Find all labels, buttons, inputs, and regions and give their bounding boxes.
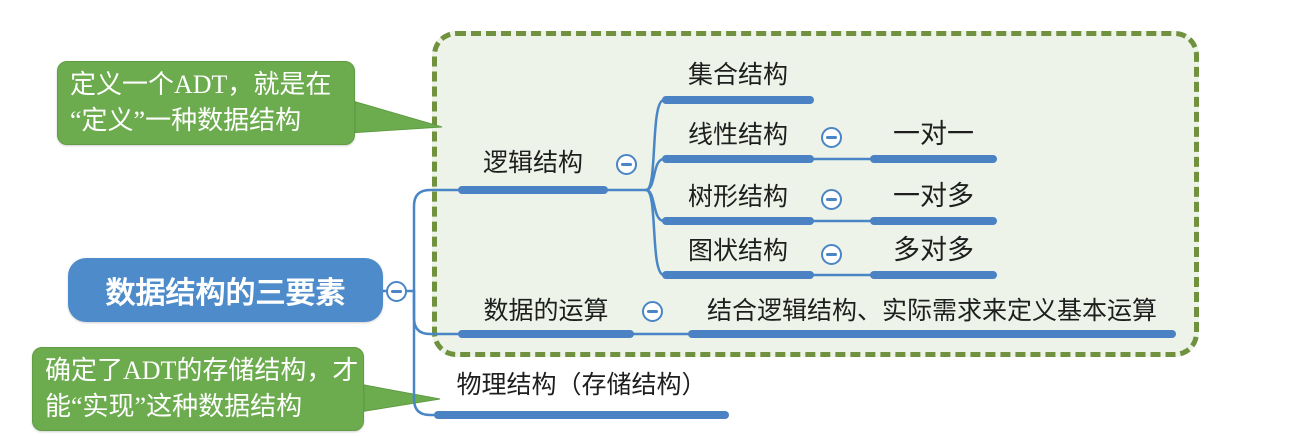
collapse-icon[interactable]	[386, 281, 407, 302]
callout-adt-definition[interactable]: 定义一个ADT，就是在 “定义”一种数据结构	[57, 61, 355, 145]
callout-text-line: 确定了ADT的存储结构，才	[45, 356, 359, 385]
edge-root-physical	[412, 289, 442, 417]
topic-underline	[870, 155, 997, 163]
topic-underline	[688, 330, 1176, 338]
topic-underline	[434, 411, 729, 419]
topic-logical-structure[interactable]: 逻辑结构	[482, 149, 583, 177]
topic-underline	[458, 330, 634, 338]
callout-text-line: 能“实现”这种数据结构	[45, 392, 303, 421]
callout-tail-bottom	[358, 383, 441, 413]
collapse-icon[interactable]	[616, 154, 637, 175]
topic-linear-structure[interactable]: 线性结构	[687, 121, 788, 149]
topic-underline	[458, 186, 608, 194]
topic-underline	[870, 217, 997, 225]
callout-tail-top	[348, 99, 443, 134]
collapse-icon[interactable]	[642, 301, 663, 322]
topic-data-operations[interactable]: 数据的运算	[483, 297, 609, 325]
callout-text-line: “定义”一种数据结构	[70, 106, 302, 135]
topic-underline	[870, 271, 997, 279]
callout-text-line: 定义一个ADT，就是在	[70, 70, 332, 99]
topic-physical-structure[interactable]: 物理结构（存储结构）	[456, 371, 707, 399]
topic-one-to-one[interactable]: 一对一	[893, 119, 974, 149]
root-topic[interactable]: 数据结构的三要素	[68, 258, 383, 322]
topic-graph-structure[interactable]: 图状结构	[687, 237, 788, 265]
edge-root-logical	[412, 188, 462, 293]
callout-adt-storage[interactable]: 确定了ADT的存储结构，才 能“实现”这种数据结构	[32, 347, 364, 431]
topic-many-to-many[interactable]: 多对多	[893, 235, 974, 265]
topic-one-to-many[interactable]: 一对多	[893, 181, 974, 211]
edge-root-operations	[412, 289, 462, 336]
topic-underline	[662, 96, 814, 104]
group-boundary-frame[interactable]	[432, 31, 1199, 357]
topic-set-structure[interactable]: 集合结构	[687, 61, 788, 89]
topic-underline	[662, 155, 814, 163]
collapse-icon[interactable]	[821, 189, 842, 210]
topic-underline	[662, 271, 814, 279]
collapse-icon[interactable]	[821, 244, 842, 265]
topic-underline	[662, 217, 814, 225]
topic-operations-detail[interactable]: 结合逻辑结构、实际需求来定义基本运算	[706, 297, 1157, 325]
collapse-icon[interactable]	[821, 127, 842, 148]
topic-tree-structure[interactable]: 树形结构	[687, 183, 788, 211]
